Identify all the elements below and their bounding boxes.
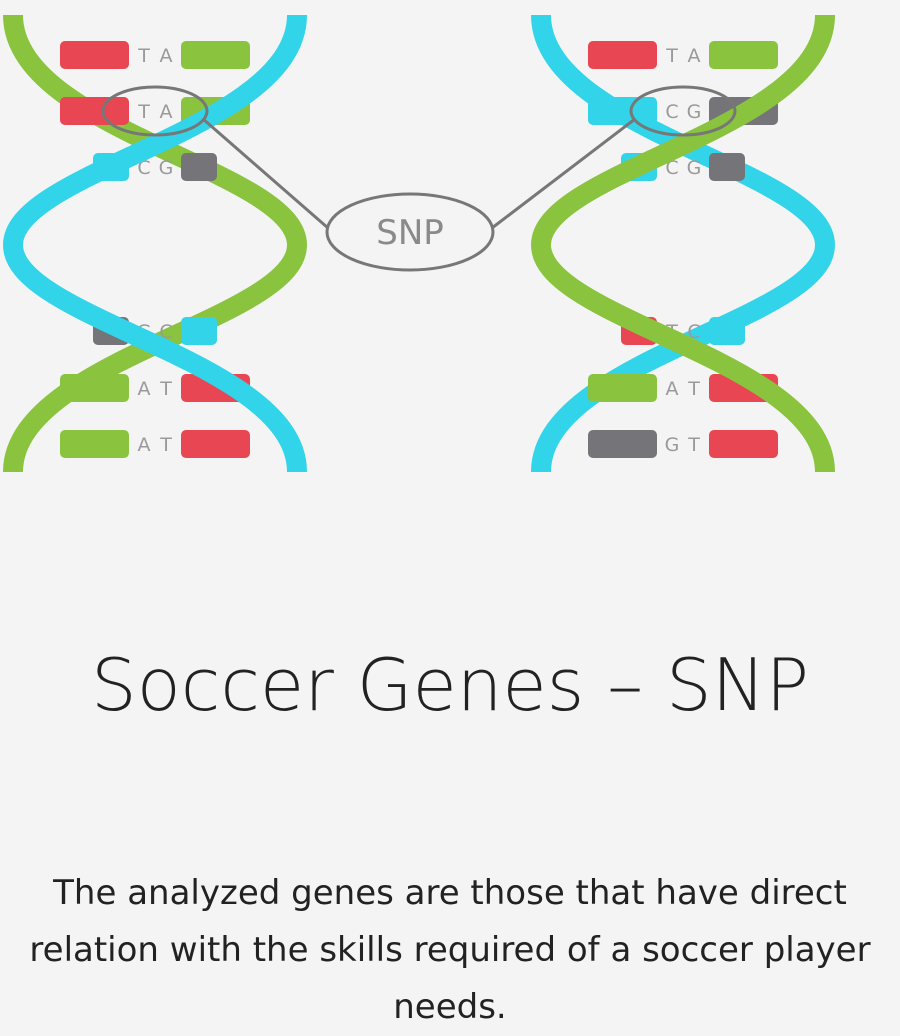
left-base-letter: A <box>160 45 173 67</box>
snp-label: SNP <box>376 213 444 253</box>
left-base-letter: A <box>160 101 173 123</box>
left-base-letter: T <box>137 101 150 123</box>
description-text: The analyzed genes are those that have d… <box>29 873 871 1027</box>
right-base-A <box>588 374 657 402</box>
left-strand-front <box>2 14 307 473</box>
right-base-letter: G <box>665 434 680 456</box>
right-base-T <box>709 430 778 458</box>
right-base-letter: C <box>665 101 678 123</box>
left-base-T <box>60 41 129 69</box>
right-base-A <box>709 41 778 69</box>
left-base-A <box>60 374 129 402</box>
left-base-A <box>181 41 250 69</box>
right-base-G <box>709 153 745 181</box>
left-snp-highlight <box>101 85 209 137</box>
right-base-letter: T <box>665 45 678 67</box>
left-base-letter: T <box>137 45 150 67</box>
right-base-letter: T <box>687 434 700 456</box>
left-base-T <box>181 430 250 458</box>
left-base-letter: A <box>138 434 151 456</box>
right-base-letter: G <box>687 157 702 179</box>
left-base-letter: G <box>159 157 174 179</box>
right-base-C <box>709 317 745 345</box>
left-base-A <box>60 430 129 458</box>
left-base-C <box>181 317 217 345</box>
left-base-letter: T <box>159 378 172 400</box>
right-base-letter: T <box>687 378 700 400</box>
right-base-C <box>588 97 657 125</box>
right-base-letter: G <box>687 101 702 123</box>
left-base-letter: T <box>159 434 172 456</box>
left-base-letter: A <box>138 378 151 400</box>
snp-bubble <box>325 192 495 272</box>
right-base-G <box>588 430 657 458</box>
left-base-T <box>60 97 129 125</box>
snp-connector-left <box>202 117 329 230</box>
left-base-G <box>181 153 217 181</box>
page-title: Soccer Genes – SNP <box>91 643 809 727</box>
right-base-letter: A <box>688 45 701 67</box>
right-base-letter: A <box>666 378 679 400</box>
right-base-T <box>588 41 657 69</box>
snp-connector-right <box>491 117 636 230</box>
right-snp-highlight <box>629 85 737 137</box>
right-strand-front <box>530 14 835 473</box>
